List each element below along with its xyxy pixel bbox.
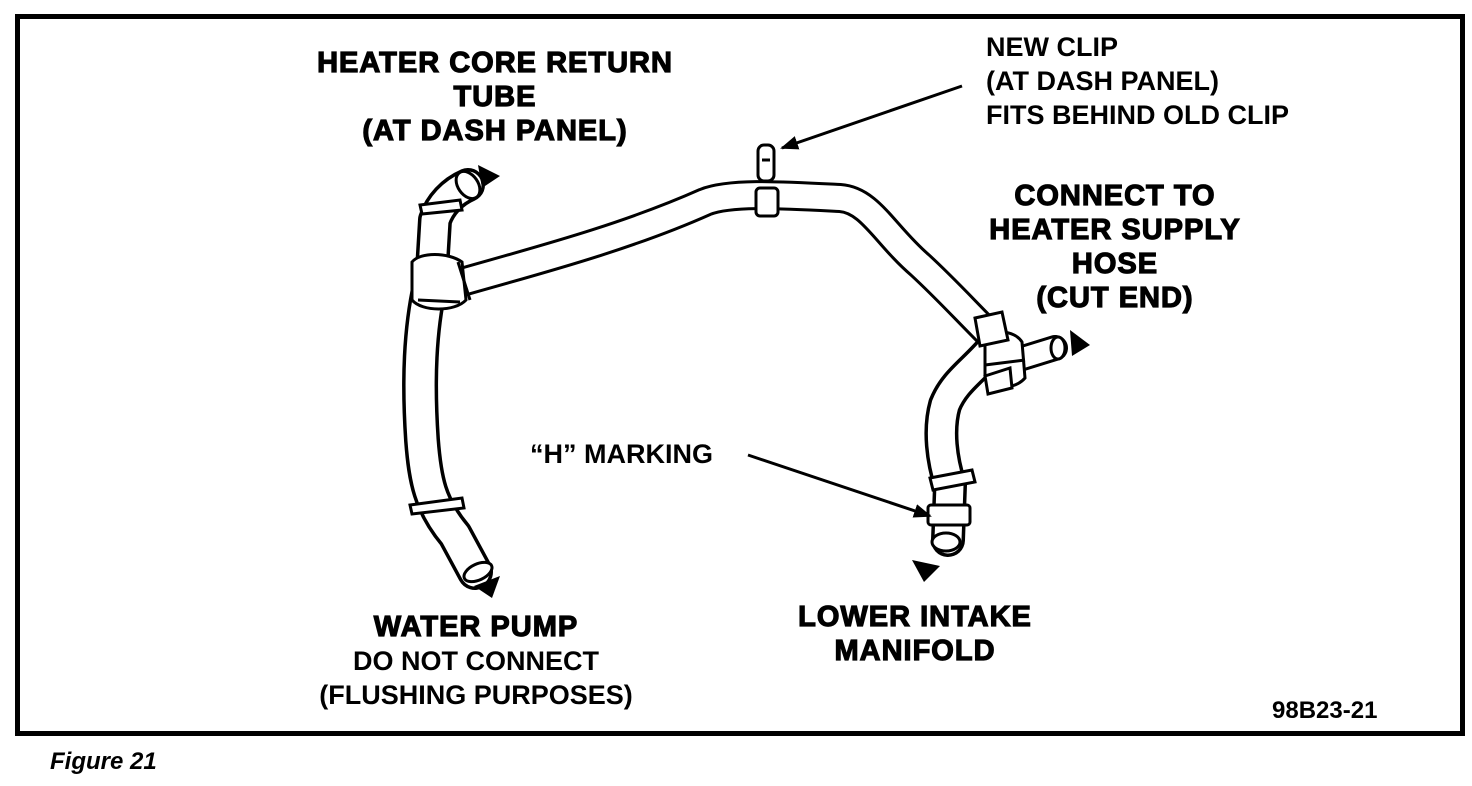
left-tee xyxy=(410,253,472,311)
right-upper-clip xyxy=(973,310,1010,348)
right-tube-fill xyxy=(927,331,1009,554)
leader-h-marking xyxy=(747,453,932,518)
label-h-marking: “H” MARKING xyxy=(530,439,713,469)
supply-clip xyxy=(983,366,1014,396)
flow-arrows xyxy=(474,165,1090,598)
left-tube-fill xyxy=(405,270,490,587)
leader-new-clip xyxy=(780,84,963,150)
supply-end xyxy=(1049,335,1067,361)
label-lower-intake: LOWER INTAKE MANIFOLD xyxy=(798,600,1032,667)
label-connect-heater-supply: CONNECT TO HEATER SUPPLY HOSE (CUT END) xyxy=(989,179,1241,314)
tube-ends xyxy=(454,169,1067,584)
upper-tube-fill xyxy=(443,183,1002,347)
figure-code: 98B23-21 xyxy=(1272,697,1378,724)
right-lower-clip xyxy=(928,468,977,492)
manifold-end xyxy=(930,531,962,553)
arrow-water-pump xyxy=(474,576,500,598)
arrow-lower-intake xyxy=(912,560,940,582)
pump-end xyxy=(462,560,494,584)
h-marking-band xyxy=(926,503,972,527)
label-water-pump-note: DO NOT CONNECT (FLUSHING PURPOSES) xyxy=(319,646,633,710)
label-water-pump: WATER PUMP xyxy=(373,610,579,643)
clips xyxy=(408,143,1014,527)
tube-assembly xyxy=(402,168,1068,590)
figure-caption: Figure 21 xyxy=(50,748,157,775)
left-upper-clip xyxy=(418,198,464,216)
left-lower-clip xyxy=(408,496,466,516)
arrow-heater-core-return xyxy=(478,165,500,188)
label-new-clip: NEW CLIP (AT DASH PANEL) FITS BEHIND OLD… xyxy=(986,32,1289,130)
new-clip xyxy=(756,143,776,183)
arrow-heater-supply xyxy=(1070,330,1090,356)
return-end xyxy=(454,169,482,201)
diagram-frame xyxy=(15,14,1465,736)
label-heater-core-return: HEATER CORE RETURN TUBE (AT DASH PANEL) xyxy=(316,46,673,147)
top-clip xyxy=(754,186,780,218)
leader-lines xyxy=(747,84,963,518)
